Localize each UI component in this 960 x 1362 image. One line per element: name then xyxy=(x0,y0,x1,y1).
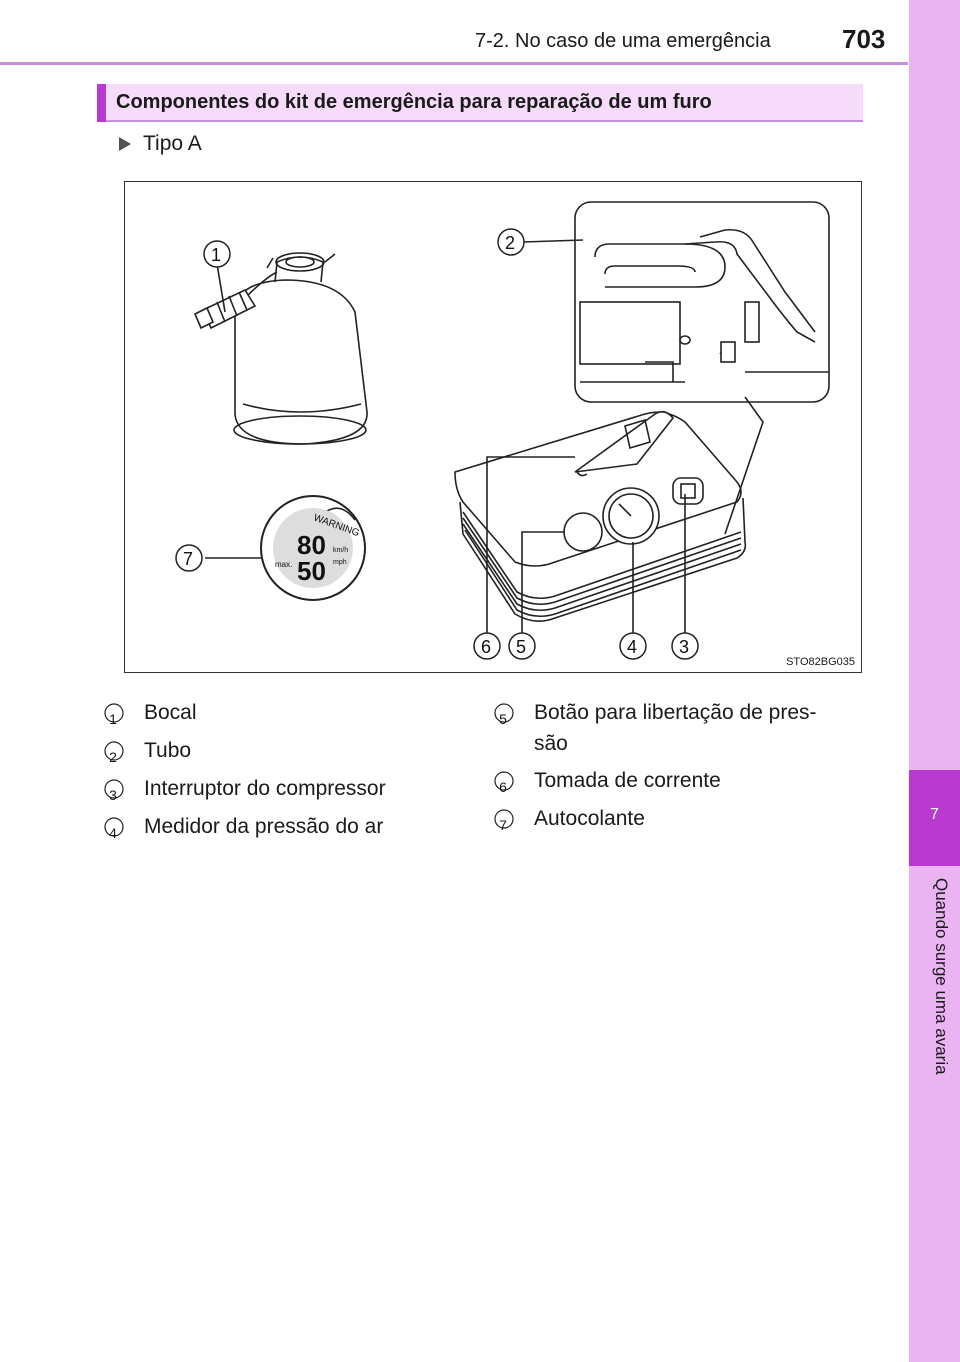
compressor xyxy=(454,410,747,622)
section-heading: Componentes do kit de emergência para re… xyxy=(116,91,712,113)
legend-number-icon: 3 xyxy=(104,779,126,803)
svg-text:1: 1 xyxy=(211,245,221,265)
legend-item-7: 7 Autocolante xyxy=(494,803,645,834)
sticker-max: max. xyxy=(275,560,292,569)
legend-item-6: 6 Tomada de corrente xyxy=(494,765,721,796)
svg-text:5: 5 xyxy=(516,637,526,657)
section-title: 7-2. No caso de uma emergência xyxy=(475,30,771,52)
legend-number-icon: 5 xyxy=(494,703,516,727)
legend-item-5: 5 Botão para libertação de pres- são xyxy=(494,697,817,759)
legend-item-3: 3 Interruptor do compressor xyxy=(104,773,386,804)
legend-number-icon: 2 xyxy=(104,741,126,765)
header-divider xyxy=(0,62,908,65)
legend-item-2: 2 Tubo xyxy=(104,735,192,766)
chapter-title: Quando surge uma avaria xyxy=(932,878,951,1075)
warning-sticker xyxy=(260,495,366,601)
legend-text: Autocolante xyxy=(534,807,645,830)
legend-item-4: 4 Medidor da pressão do ar xyxy=(104,811,384,842)
callout-4: 4 xyxy=(619,632,647,660)
legend-text: Medidor da pressão do ar xyxy=(144,815,384,838)
sticker-speed-kmh: 80 xyxy=(297,530,326,560)
sticker-speed-mph: 50 xyxy=(297,556,326,586)
legend-number-icon: 7 xyxy=(494,809,516,833)
legend-number-icon: 6 xyxy=(494,771,516,795)
svg-text:7: 7 xyxy=(183,549,193,569)
callout-3: 3 xyxy=(671,632,699,660)
legend-text: Tubo xyxy=(144,739,192,762)
side-tab-strip xyxy=(909,0,960,1362)
tube-inset xyxy=(574,201,830,403)
type-label: Tipo A xyxy=(143,132,202,155)
figure-code: STO82BG035 xyxy=(786,656,855,668)
sticker-mph: mph xyxy=(333,559,347,566)
svg-text:4: 4 xyxy=(627,637,637,657)
page-number: 703 xyxy=(842,24,886,54)
chapter-number: 7 xyxy=(930,806,939,823)
callout-5: 5 xyxy=(508,632,536,660)
callout-1: 1 xyxy=(203,240,231,268)
sticker-kmh: km/h xyxy=(333,547,348,554)
section-heading-band xyxy=(97,84,863,122)
callout-7: 7 xyxy=(175,544,203,572)
legend-number-icon: 1 xyxy=(104,703,126,727)
section-heading-accent xyxy=(97,84,106,122)
kit-drawing: 80 50 WARNING max. km/h mph 1 2 7 6 5 4 … xyxy=(175,201,830,660)
svg-text:2: 2 xyxy=(505,233,515,253)
kit-illustration: 80 50 WARNING max. km/h mph 1 2 7 6 5 4 … xyxy=(124,181,862,673)
legend-text: Tomada de corrente xyxy=(534,769,721,792)
svg-text:3: 3 xyxy=(679,637,689,657)
sealant-bottle xyxy=(193,252,368,445)
legend-text: Botão para libertação de pres- xyxy=(534,701,817,724)
triangle-bullet-icon xyxy=(119,137,131,151)
callout-2: 2 xyxy=(497,228,525,256)
legend-text: Bocal xyxy=(144,701,197,724)
legend-text-continued: são xyxy=(534,732,568,755)
legend-number-icon: 4 xyxy=(104,817,126,841)
legend-text: Interruptor do compressor xyxy=(144,777,386,800)
chapter-tab[interactable] xyxy=(909,770,960,866)
callout-6: 6 xyxy=(473,632,501,660)
svg-text:6: 6 xyxy=(481,637,491,657)
legend-item-1: 1 Bocal xyxy=(104,697,197,728)
